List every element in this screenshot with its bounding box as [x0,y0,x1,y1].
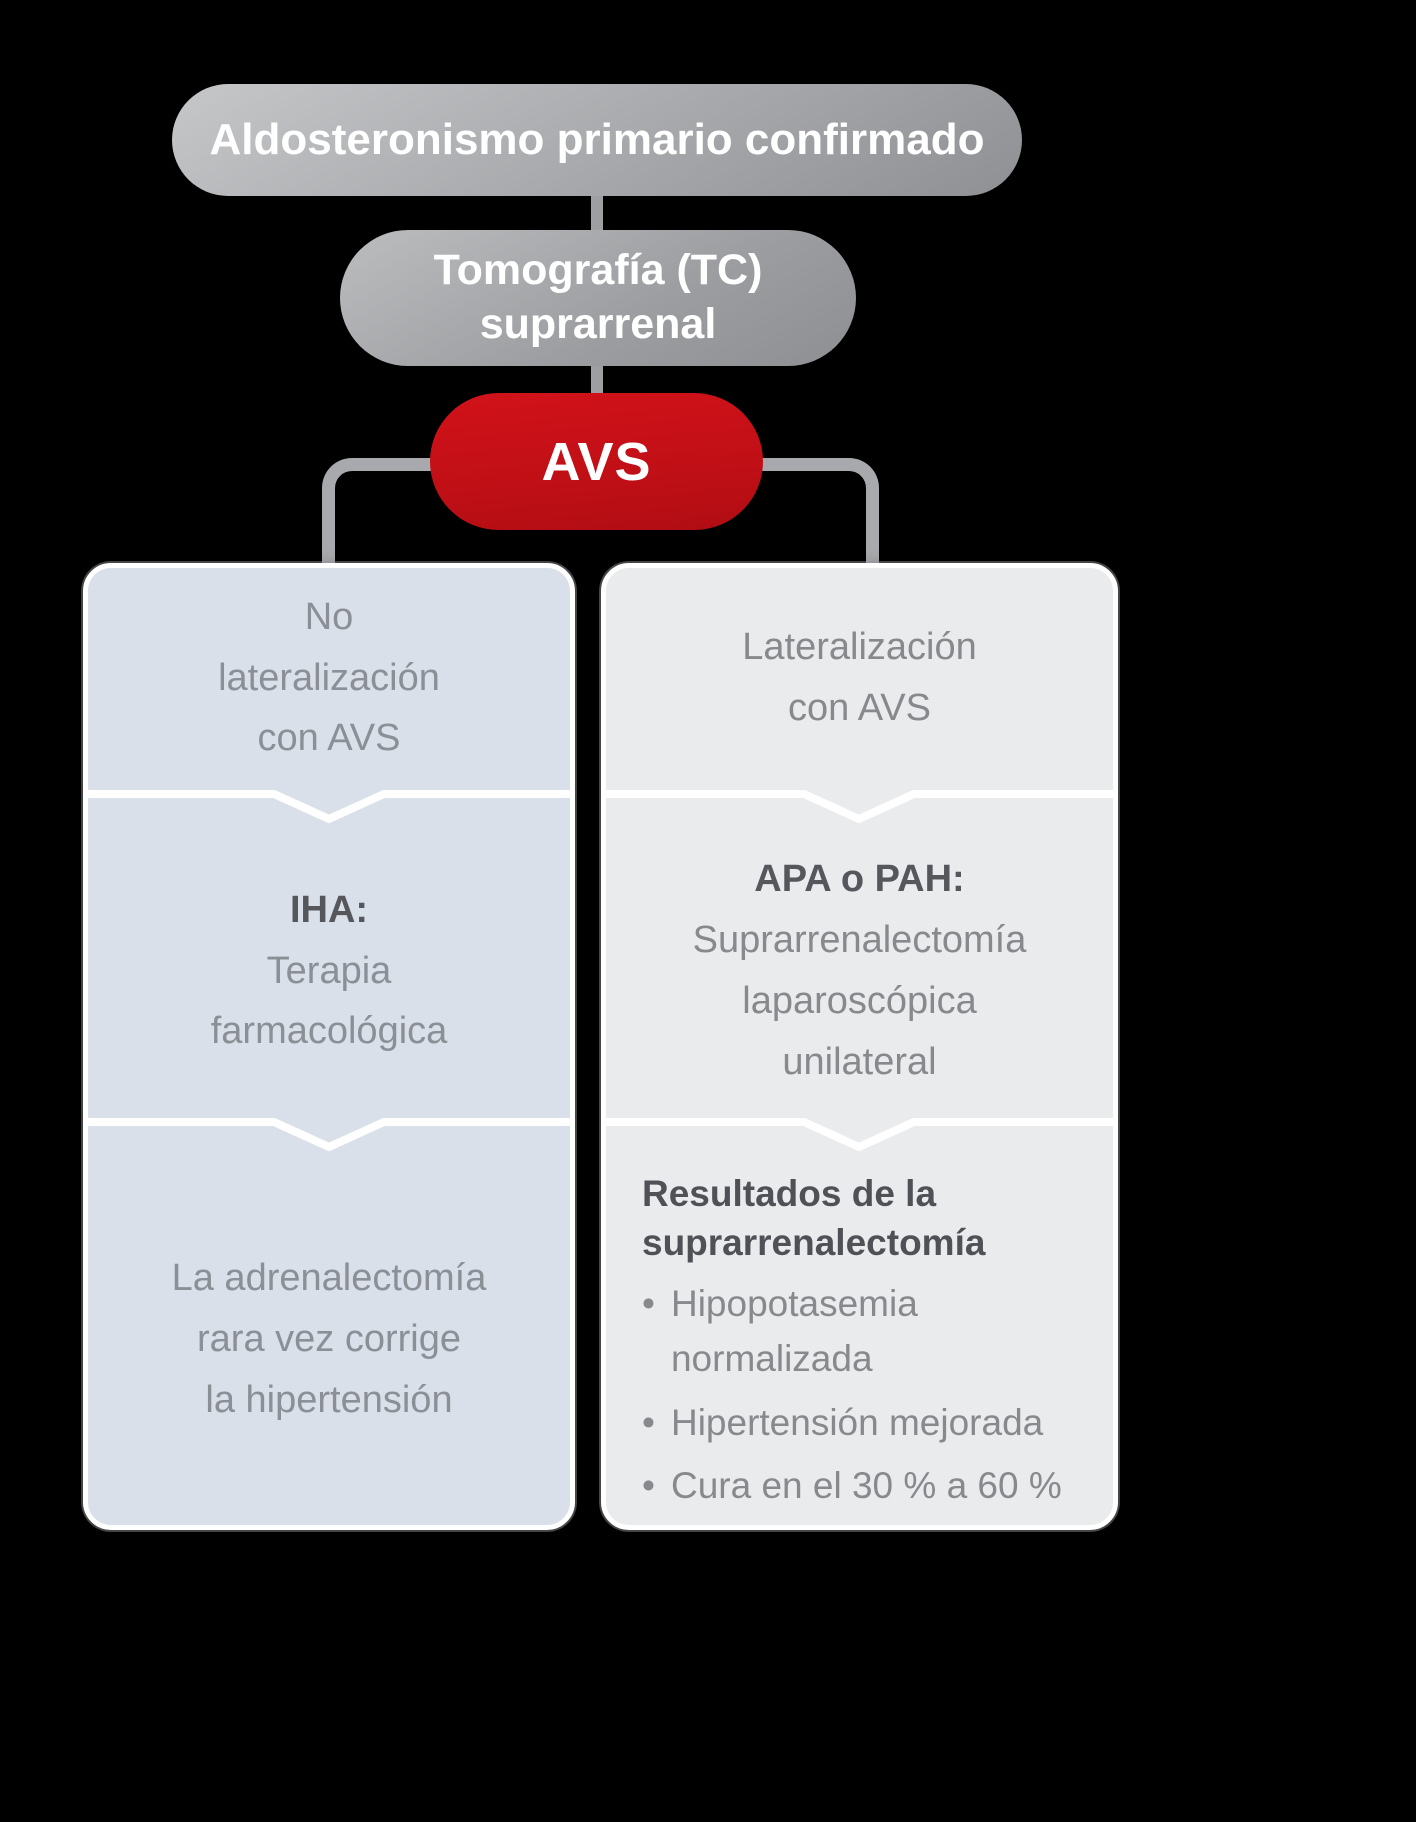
result-item: • Cura en el 30 % a 60 % [642,1458,1087,1514]
text-line: La adrenalectomía [171,1257,487,1300]
right-section-lateralization: Lateralización con AVS [606,568,1113,788]
result-text: Hipertensión mejorada [670,1401,1044,1443]
text-line: la hipertensión [205,1378,453,1421]
text-line: Terapia [266,949,392,992]
node-ct-line1: Tomografía (TC) [433,246,763,295]
result-text: Hipopotasemia normalizada [670,1282,918,1380]
text-line: No [304,595,354,638]
node-confirmed-aldosteronism: Aldosteronismo primario confirmado [172,84,1022,196]
results-heading: Resultados de la suprarrenalectomía [642,1173,986,1263]
text-line: con AVS [257,717,401,760]
left-section-no-lateralization: No lateralización con AVS [88,568,570,788]
right-section-apa-pah-surgery: APA o PAH: Suprarrenalectomía laparoscóp… [606,826,1113,1116]
chevron-divider [606,790,1113,824]
right-outcome-box: Lateralización con AVS APA o PAH: Suprar… [601,563,1118,1530]
bullet-icon: • [642,1465,655,1507]
text-line: Suprarrenalectomía [692,919,1027,962]
bullet-icon: • [642,1282,655,1324]
left-outcome-box: No lateralización con AVS IHA: Terapia f… [83,563,575,1530]
left-section-adrenalectomy-note: La adrenalectomía rara vez corrige la hi… [88,1154,570,1525]
text-line: unilateral [782,1040,937,1083]
text-line: laparoscópica [742,980,977,1022]
apa-pah-heading: APA o PAH: [754,858,965,901]
result-item: • Hipertensión mejorada [642,1395,1087,1451]
node-confirmed-label: Aldosteronismo primario confirmado [209,115,985,164]
chevron-divider [606,1118,1113,1152]
text-line: lateralización [218,656,440,699]
text-line: con AVS [788,687,931,729]
result-item: • Hipopotasemia normalizada [642,1276,1087,1387]
node-ct-line2: suprarrenal [479,300,717,348]
right-section-surgery-results: Resultados de la suprarrenalectomía • Hi… [606,1154,1113,1525]
text-line: Lateralización [742,626,977,669]
chevron-divider [88,1118,570,1152]
text-line: rara vez corrige [197,1318,461,1361]
connector-avs-to-right-box [730,458,879,578]
left-section-iha-therapy: IHA: Terapia farmacológica [88,826,570,1116]
node-avs-label: AVS [541,431,652,492]
chevron-divider [88,790,570,824]
connector-avs-to-left-box [322,458,465,578]
result-text: Cura en el 30 % a 60 % [670,1465,1062,1507]
results-bullet-list: • Hipopotasemia normalizada • Hipertensi… [642,1276,1087,1514]
bullet-icon: • [642,1401,655,1443]
node-ct-scan: Tomografía (TC) suprarrenal [340,230,856,366]
text-line: farmacológica [210,1010,448,1053]
iha-heading: IHA: [289,888,369,931]
node-avs: AVS [430,393,763,530]
